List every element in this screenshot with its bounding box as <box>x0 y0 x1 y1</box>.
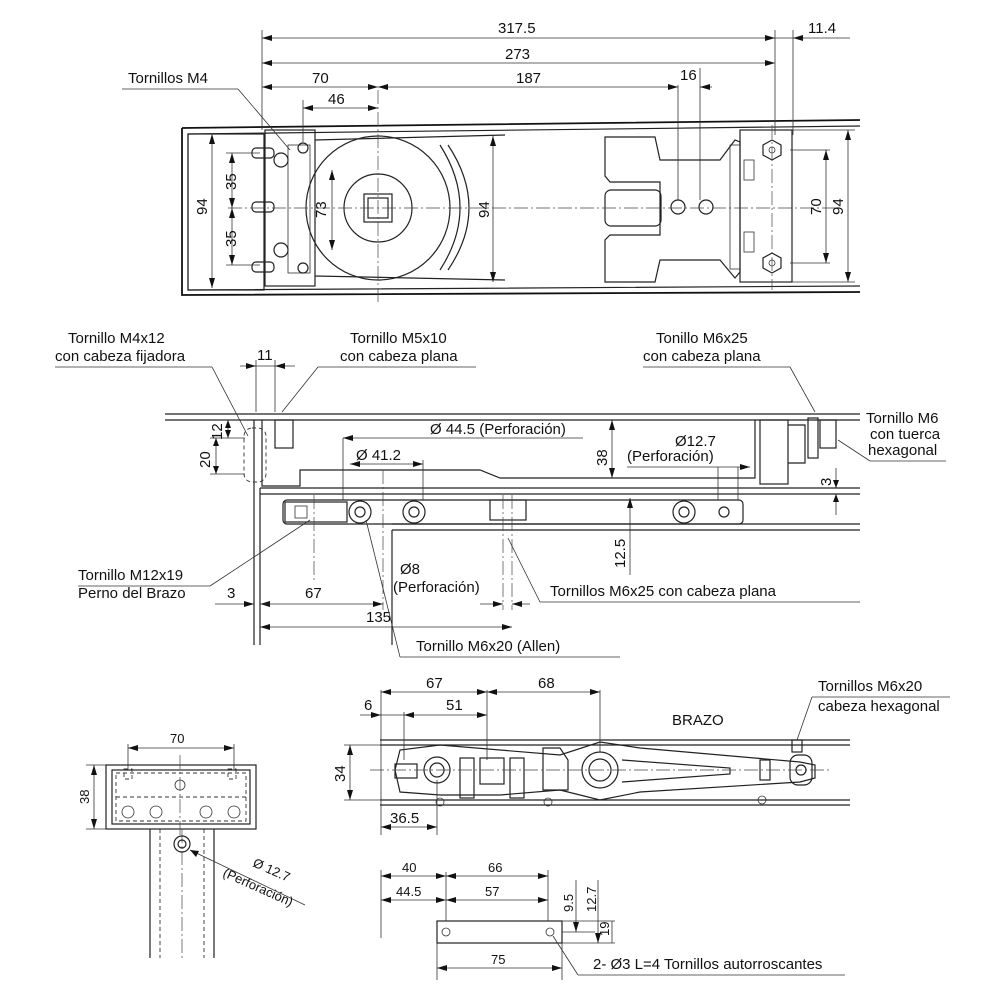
arm-dim-68: 68 <box>538 675 555 692</box>
label-plate-screws: 2- Ø3 L=4 Tornillos autorroscantes <box>593 956 822 973</box>
screw-m4-bottom <box>273 242 289 258</box>
left-bracket <box>264 129 316 287</box>
arm-end-slot <box>394 763 418 779</box>
plate-view: 40 66 44.5 57 75 9.5 12.7 19 2- Ø3 L=4 T… <box>380 860 845 980</box>
bl-plate-outer <box>105 764 257 830</box>
label-arm-m6x20-1: Tornillos M6x20 <box>818 678 922 695</box>
dim-11: 11 <box>257 347 273 364</box>
dim-273: 273 <box>505 46 530 63</box>
dim-94-right: 94 <box>830 198 847 215</box>
label-m4x12-1: Tornillo M4x12 <box>68 330 165 347</box>
label-perf-12-7: Ø12.7 <box>675 433 716 450</box>
label-tornillos-m4: Tornillos M4 <box>128 70 208 87</box>
dim-73: 73 <box>313 201 330 218</box>
dim-317-5: 317.5 <box>498 20 536 37</box>
end-block <box>759 419 789 485</box>
adjust-screw-a <box>670 199 686 215</box>
dim-70-top: 70 <box>312 70 329 87</box>
dim-135: 135 <box>366 609 391 626</box>
bottom-left-view: 70 38 Ø 12.7 (Perforación) <box>77 731 306 958</box>
label-m6x25-flat: Tornillos M6x25 con cabeza plana <box>550 583 777 600</box>
hex-nut-bottom <box>762 252 782 274</box>
label-m6x25-2: con cabeza plana <box>643 348 761 365</box>
label-m12-2: Perno del Brazo <box>78 585 186 602</box>
dim-16: 16 <box>680 67 697 84</box>
dim-3-left: 3 <box>227 585 235 602</box>
dim-35-upper: 35 <box>223 173 240 190</box>
dim-67-side: 67 <box>305 585 322 602</box>
label-arm-m6x20-2: cabeza hexagonal <box>818 698 940 715</box>
label-m12-1: Tornillo M12x19 <box>78 567 183 584</box>
plate-outline <box>436 920 563 944</box>
label-brazo: BRAZO <box>672 712 724 729</box>
dim-70-right: 70 <box>808 198 825 215</box>
dim-12: 12 <box>209 423 226 440</box>
label-m6-2: con tuerca <box>870 426 941 443</box>
label-m5x10-1: Tornillo M5x10 <box>350 330 447 347</box>
screw-m5x10 <box>274 419 294 449</box>
label-perf-44-5: Ø 44.5 (Perforación) <box>430 421 566 438</box>
plate-dim-9-5: 9.5 <box>561 894 576 912</box>
arm-view: 67 68 6 51 34 36.5 BRAZO Tornillos M6x20… <box>332 675 950 835</box>
label-m4x12-2: con cabeza fijadora <box>55 348 186 365</box>
dim-46: 46 <box>328 91 345 108</box>
screw-m4-top <box>273 152 289 168</box>
label-m6-1: Tornillo M6 <box>866 410 939 427</box>
top-view: 317.5 11.4 273 70 187 16 46 Tornillos M4… <box>122 20 861 305</box>
dim-94-left: 94 <box>194 198 211 215</box>
arm-dim-34: 34 <box>332 765 349 782</box>
bl-hole <box>173 835 191 853</box>
dim-94-center: 94 <box>476 201 493 218</box>
dim-35-lower: 35 <box>223 230 240 247</box>
right-plate <box>739 129 793 283</box>
arm-screw-hex <box>791 739 803 753</box>
label-perf-8-sub: (Perforación) <box>393 579 480 596</box>
bl-dim-38: 38 <box>77 790 92 804</box>
dim-3-right: 3 <box>818 478 835 486</box>
plate-dim-57: 57 <box>485 884 499 899</box>
dim-20: 20 <box>197 451 214 468</box>
arm-dim-6: 6 <box>364 697 372 714</box>
plate-dim-75: 75 <box>491 952 505 967</box>
dim-38: 38 <box>594 449 611 466</box>
arm-dim-67: 67 <box>426 675 443 692</box>
plate-dim-44-5: 44.5 <box>396 884 421 899</box>
arm-body <box>394 741 816 801</box>
arm-dim-36-5: 36.5 <box>390 810 419 827</box>
adjust-screw-b <box>698 199 714 215</box>
plate-dim-40: 40 <box>402 860 416 875</box>
label-perf-8: Ø8 <box>400 561 420 578</box>
dim-11-4: 11.4 <box>808 20 836 37</box>
top-housing-outline <box>181 119 861 296</box>
plate-dim-12-7: 12.7 <box>584 887 599 912</box>
label-perf-41-2: Ø 41.2 <box>356 447 401 464</box>
label-m6-3: hexagonal <box>868 442 937 459</box>
dim-187: 187 <box>516 70 541 87</box>
side-view: 11 12 20 38 Ø 44.5 (Perforación) Ø 41.2 … <box>55 330 946 658</box>
plate-dim-19: 19 <box>597 922 612 936</box>
arm-dim-51: 51 <box>446 697 463 714</box>
arm-bolt-m12 <box>284 501 348 523</box>
dim-12-5: 12.5 <box>612 539 629 568</box>
label-m6x25-1: Tonillo M6x25 <box>656 330 748 347</box>
m6-screw-side <box>807 417 819 459</box>
label-m5x10-2: con cabeza plana <box>340 348 458 365</box>
bl-dim-70: 70 <box>170 731 184 746</box>
label-m6x20-allen: Tornillo M6x20 (Allen) <box>416 638 560 655</box>
label-perf-12-7-sub: (Perforación) <box>627 448 714 465</box>
plate-dim-66: 66 <box>488 860 502 875</box>
